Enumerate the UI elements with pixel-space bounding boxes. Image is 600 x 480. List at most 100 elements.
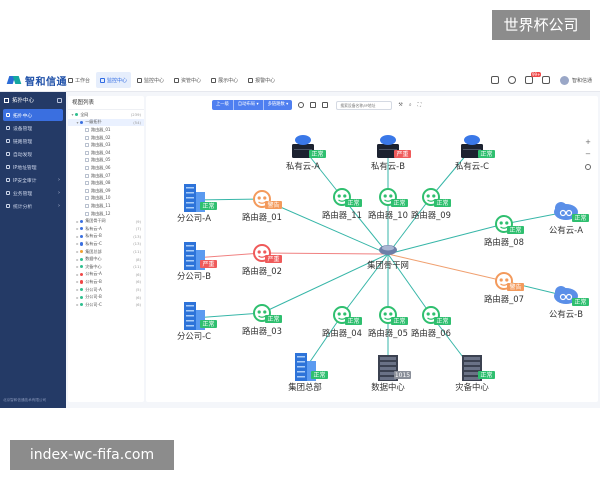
node-checkbox[interactable]: [85, 181, 89, 186]
tree-node[interactable]: ▸私有云-A(7): [68, 225, 144, 233]
tree-node[interactable]: 路由器_10: [68, 195, 144, 203]
top-nav-item[interactable]: 监控中心: [96, 72, 132, 88]
expand-toggle-icon[interactable]: ▸: [76, 264, 79, 270]
toolbar-button[interactable]: 多链路数 ▾: [267, 102, 289, 107]
topology-link[interactable]: [193, 198, 263, 201]
node-checkbox[interactable]: [85, 196, 89, 201]
topology-link[interactable]: [261, 198, 389, 255]
tree-node[interactable]: 路由器_01: [68, 126, 144, 134]
sidebar-item[interactable]: IP地址管理: [3, 161, 63, 173]
expand-toggle-icon[interactable]: ▸: [76, 226, 79, 232]
tree-node[interactable]: 路由器_07: [68, 172, 144, 180]
topology-link[interactable]: [193, 252, 263, 259]
expand-toggle-icon[interactable]: ▸: [76, 218, 79, 224]
expand-toggle-icon[interactable]: ▸: [76, 302, 79, 308]
node-checkbox[interactable]: [85, 211, 89, 216]
sidebar-item[interactable]: 业务管理›: [3, 187, 63, 199]
expand-toggle-icon[interactable]: ▸: [76, 294, 79, 300]
expand-toggle-icon[interactable]: ▾: [71, 112, 74, 118]
topology-link[interactable]: [341, 253, 389, 316]
topology-link[interactable]: [387, 253, 505, 282]
expand-toggle-icon[interactable]: ▾: [76, 119, 79, 125]
zoom-in-icon[interactable]: +: [585, 138, 591, 146]
lock-icon[interactable]: [541, 76, 550, 84]
tree-node[interactable]: ▸分公司-C(6): [68, 301, 144, 309]
expand-toggle-icon[interactable]: ▸: [76, 241, 79, 247]
expand-toggle-icon[interactable]: ▸: [76, 233, 79, 239]
tools-icon[interactable]: ⚒: [398, 102, 403, 108]
topology-link[interactable]: [193, 312, 263, 319]
sidebar-item[interactable]: 设备管理: [3, 122, 63, 134]
sidebar-item[interactable]: IP安全审计›: [3, 174, 63, 186]
refresh-icon[interactable]: [298, 102, 305, 108]
top-nav-item[interactable]: 资管中心: [170, 72, 205, 88]
topology-node-hub[interactable]: 集团骨干网: [367, 245, 409, 270]
toolbar-button[interactable]: 自动布局 ▾: [234, 100, 264, 110]
node-checkbox[interactable]: [85, 188, 89, 193]
user-name[interactable]: 智和信通: [571, 77, 592, 84]
top-nav-item[interactable]: 监控中心: [133, 72, 168, 88]
top-nav-item[interactable]: 报警中心: [244, 72, 279, 88]
tree-node[interactable]: 路由器_12: [68, 210, 144, 218]
bell-icon[interactable]: 99+: [524, 72, 542, 84]
tree-node[interactable]: ▸私有云-B(13): [68, 233, 144, 241]
tree-node[interactable]: ▸公有云-B(6): [68, 278, 144, 286]
sidebar-item[interactable]: 拓扑中心: [3, 109, 63, 121]
tree-node[interactable]: ▸数据中心(8): [68, 255, 144, 263]
tree-node[interactable]: ▸集团骨干网(9): [68, 217, 144, 225]
tree-node[interactable]: ▸分公司-B(6): [68, 293, 144, 301]
tree-node[interactable]: ▸灾备中心(11): [68, 263, 144, 271]
tree-node[interactable]: 路由器_09: [68, 187, 144, 195]
expand-toggle-icon[interactable]: ▸: [76, 249, 79, 255]
tree-node[interactable]: 路由器_04: [68, 149, 144, 157]
tree-node[interactable]: ▸分公司-A(5): [68, 286, 144, 294]
topology-link[interactable]: [387, 196, 432, 255]
top-nav-item[interactable]: 展示中心: [207, 72, 242, 88]
top-nav-item[interactable]: 工作台: [64, 72, 94, 88]
topology-link[interactable]: [261, 252, 389, 255]
brand-logo[interactable]: 智和信通: [8, 73, 67, 88]
save-icon[interactable]: [322, 102, 329, 108]
tree-node[interactable]: ▸公有云-A(6): [68, 271, 144, 279]
device-search-input[interactable]: [336, 100, 393, 110]
toolbar-button[interactable]: 上一级: [212, 100, 234, 110]
expand-toggle-icon[interactable]: ▸: [76, 256, 79, 262]
tree-node[interactable]: 路由器_02: [68, 134, 144, 142]
expand-toggle-icon[interactable]: ▸: [76, 271, 79, 277]
expand-toggle-icon[interactable]: ▸: [76, 287, 79, 293]
topology-link[interactable]: [387, 223, 505, 255]
topology-link[interactable]: [261, 253, 389, 314]
tree-node[interactable]: 路由器_11: [68, 202, 144, 210]
avatar[interactable]: [559, 75, 569, 85]
tree-node[interactable]: ▸私有云-C(13): [68, 240, 144, 248]
tree-node[interactable]: ▾全网(239): [68, 111, 144, 119]
zoom-out-icon[interactable]: −: [585, 150, 591, 158]
topology-graph[interactable]: 集团骨干网正常私有云-A严重私有云-B正常私有云-C正常路由器_11正常路由器_…: [146, 96, 598, 402]
sidebar-item[interactable]: 链路管理: [3, 135, 63, 147]
sidebar-item[interactable]: 自动发现: [3, 148, 63, 160]
tree-node[interactable]: 路由器_06: [68, 164, 144, 172]
collapse-sidebar-icon[interactable]: [57, 97, 62, 103]
topology-link[interactable]: [304, 314, 343, 370]
magnifier-icon[interactable]: ⌕: [408, 102, 412, 108]
topology-link[interactable]: [387, 253, 432, 316]
